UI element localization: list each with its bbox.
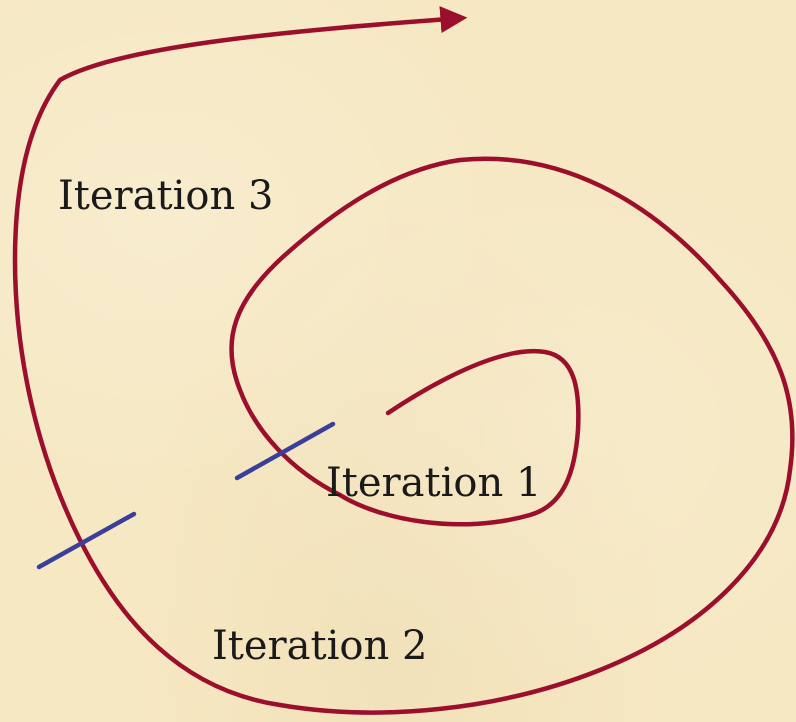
spiral-path [12, 6, 795, 715]
label-iteration-2: Iteration 2 [212, 623, 428, 669]
label-iteration-3: Iteration 3 [58, 173, 274, 219]
iteration-marker-outer [36, 511, 137, 570]
label-iteration-1: Iteration 1 [326, 460, 542, 506]
iteration-marker-inner [234, 421, 336, 481]
